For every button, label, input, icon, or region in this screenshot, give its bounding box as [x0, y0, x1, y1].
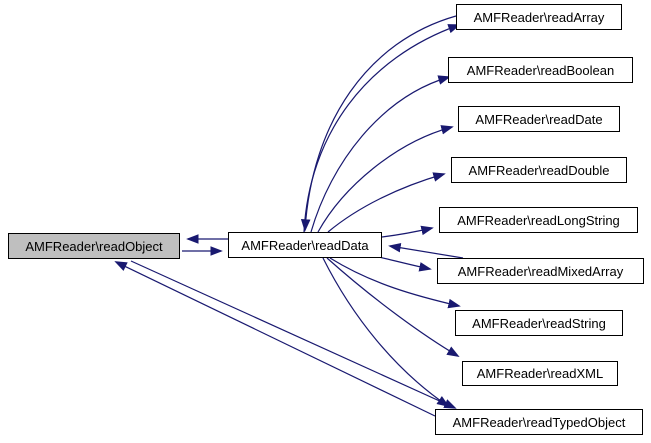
node-readTypedObject[interactable]: AMFReader\readTypedObject	[435, 409, 643, 435]
node-label: AMFReader\readMixedArray	[457, 263, 624, 279]
edge-readData-to-readLongString	[381, 225, 434, 238]
node-readBoolean[interactable]: AMFReader\readBoolean	[448, 57, 633, 83]
node-label: AMFReader\readTypedObject	[452, 414, 626, 430]
node-readMixedArray[interactable]: AMFReader\readMixedArray	[437, 258, 644, 284]
edge-readData-to-readDouble	[327, 172, 446, 233]
edge-readObject-to-readTypedObject	[130, 260, 457, 409]
edge-readData-to-readMixedArray	[378, 256, 432, 272]
node-label: AMFReader\readArray	[473, 9, 605, 25]
edge-readData-to-readDate	[317, 125, 454, 233]
node-readDate[interactable]: AMFReader\readDate	[458, 106, 620, 132]
node-readLongString[interactable]: AMFReader\readLongString	[439, 207, 638, 233]
node-readData[interactable]: AMFReader\readData	[228, 232, 382, 258]
edge-readTypedObject-to-readObject	[114, 261, 436, 417]
edge-readData-to-readString	[329, 257, 461, 309]
node-label: AMFReader\readLongString	[457, 212, 620, 228]
node-readString[interactable]: AMFReader\readString	[455, 310, 623, 336]
node-label: AMFReader\readObject	[25, 238, 163, 254]
node-readArray[interactable]: AMFReader\readArray	[456, 4, 622, 30]
node-readDouble[interactable]: AMFReader\readDouble	[451, 157, 627, 183]
edge-readMixedArray-to-readData	[388, 242, 464, 259]
edge-readData-to-readTypedObject	[322, 257, 450, 408]
node-readObject[interactable]: AMFReader\readObject	[8, 233, 180, 259]
node-label: AMFReader\readString	[472, 315, 606, 331]
node-label: AMFReader\readData	[241, 237, 369, 253]
node-label: AMFReader\readDate	[475, 111, 603, 127]
node-label: AMFReader\readBoolean	[466, 62, 615, 78]
edge-readData-to-readXML	[326, 257, 460, 357]
node-label: AMFReader\readDouble	[468, 162, 610, 178]
edge-readData-to-readBoolean	[310, 75, 451, 233]
edge-readArray-to-readData	[300, 15, 457, 232]
node-label: AMFReader\readXML	[476, 366, 604, 381]
node-readXML[interactable]: AMFReader\readXML	[462, 361, 618, 386]
